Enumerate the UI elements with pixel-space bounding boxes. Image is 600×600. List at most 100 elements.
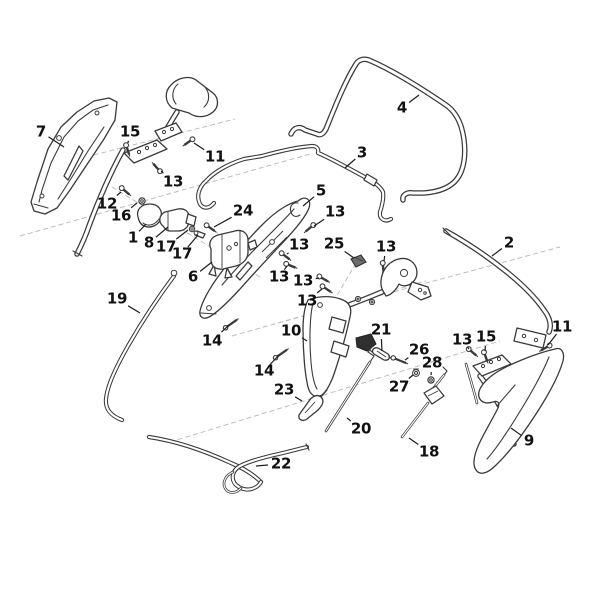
leader-line-9 [510, 427, 523, 437]
part-label-12: 12 [96, 194, 118, 213]
part-label-21: 21 [370, 320, 392, 339]
leader-line-19 [127, 305, 141, 314]
leader-line-13 [160, 170, 164, 174]
pin-26 [389, 353, 410, 368]
leader-line-24 [213, 216, 232, 228]
leader-line-6 [199, 261, 213, 272]
leader-line-18 [408, 437, 419, 445]
part-label-11: 11 [551, 317, 573, 336]
part-label-9: 9 [523, 431, 535, 450]
nut-27 [412, 368, 420, 377]
leader-line-17 [187, 234, 199, 248]
part-label-5: 5 [315, 181, 327, 200]
part-label-2: 2 [503, 233, 515, 252]
leader-line-23 [294, 396, 303, 402]
leader-line-11 [193, 142, 205, 151]
part-label-13: 13 [296, 291, 318, 310]
part-label-11: 11 [204, 147, 226, 166]
leader-line-8 [155, 226, 169, 238]
leader-line-13 [283, 265, 288, 271]
part-25-cap [350, 254, 367, 268]
part-label-15: 15 [119, 122, 141, 141]
part-6-housing [208, 229, 258, 279]
leader-line-17 [175, 229, 189, 240]
leader-line-14 [221, 324, 230, 333]
upper-handle-grip [154, 76, 219, 142]
leader-lines [48, 94, 557, 467]
part-1-knob [136, 203, 163, 228]
part-23-sleeve [298, 389, 328, 422]
screw-12 [117, 183, 134, 199]
leader-line-13 [316, 288, 323, 294]
part-label-18: 18 [418, 442, 440, 461]
leader-line-3 [344, 158, 356, 169]
part-18-rod [400, 366, 448, 439]
screw-13 [301, 220, 318, 236]
part-label-13: 13 [162, 172, 184, 191]
part-label-19: 19 [106, 289, 128, 308]
part-label-14: 14 [253, 361, 275, 380]
part-label-23: 23 [273, 380, 295, 399]
part-16-washer [138, 197, 146, 205]
leader-line-16 [130, 202, 138, 209]
part-label-15: 15 [475, 327, 497, 346]
part-label-13: 13 [268, 267, 290, 286]
screw-11 [180, 134, 198, 150]
part-7-console-left [30, 97, 118, 215]
left-handle-tube [72, 139, 168, 257]
washer-28 [427, 376, 435, 384]
leader-line-26 [404, 357, 409, 361]
part-2-handle-tube [442, 227, 554, 349]
part-17-pin [193, 230, 206, 239]
part-label-25: 25 [323, 234, 345, 253]
leader-line-13 [383, 255, 386, 262]
leader-line-10 [301, 337, 308, 342]
leader-line-21 [380, 338, 383, 352]
part-3-lower-bail [196, 143, 394, 223]
leader-line-22 [255, 464, 269, 467]
part-label-20: 20 [350, 419, 372, 438]
leader-line-14 [269, 354, 280, 365]
part-label-4: 4 [396, 98, 408, 117]
part-5-console-center [199, 197, 311, 319]
leader-line-2 [491, 248, 503, 257]
screw-13 [148, 159, 165, 176]
part-label-6: 6 [187, 267, 199, 286]
part-19-cable [103, 269, 178, 423]
part-label-26: 26 [408, 340, 430, 359]
part-20-rod [324, 346, 375, 433]
part-10-console-right [302, 257, 432, 398]
part-label-24: 24 [232, 201, 254, 220]
leader-line-1 [138, 223, 147, 232]
leader-line-13 [467, 346, 470, 350]
part-label-10: 10 [280, 321, 302, 340]
part-4-upper-bail [288, 56, 468, 203]
part-label-8: 8 [143, 233, 155, 252]
part-label-14: 14 [201, 331, 223, 350]
part-label-13: 13 [451, 330, 473, 349]
part-9-cover [473, 347, 565, 474]
part-label-13: 13 [292, 271, 314, 290]
part-label-22: 22 [270, 454, 292, 473]
screw-13 [314, 272, 333, 286]
part-label-28: 28 [421, 353, 443, 372]
part-22-cable [146, 434, 310, 494]
part-label-17: 17 [171, 244, 193, 263]
part-label-27: 27 [388, 377, 410, 396]
part-8-pivot [159, 208, 197, 232]
leader-line-13 [286, 252, 289, 255]
leader-line-7 [48, 136, 65, 148]
part-label-3: 3 [356, 143, 368, 162]
leader-line-11 [547, 333, 557, 346]
part-label-16: 16 [110, 206, 132, 225]
leader-line-20 [346, 417, 352, 422]
leader-line-13 [315, 277, 320, 280]
leader-line-27 [408, 374, 414, 379]
leader-line-12 [116, 191, 122, 196]
part-label-1: 1 [127, 228, 139, 247]
part-label-17: 17 [155, 237, 177, 256]
leader-line-5 [302, 196, 315, 207]
part-label-7: 7 [35, 122, 47, 141]
part-label-13: 13 [288, 235, 310, 254]
